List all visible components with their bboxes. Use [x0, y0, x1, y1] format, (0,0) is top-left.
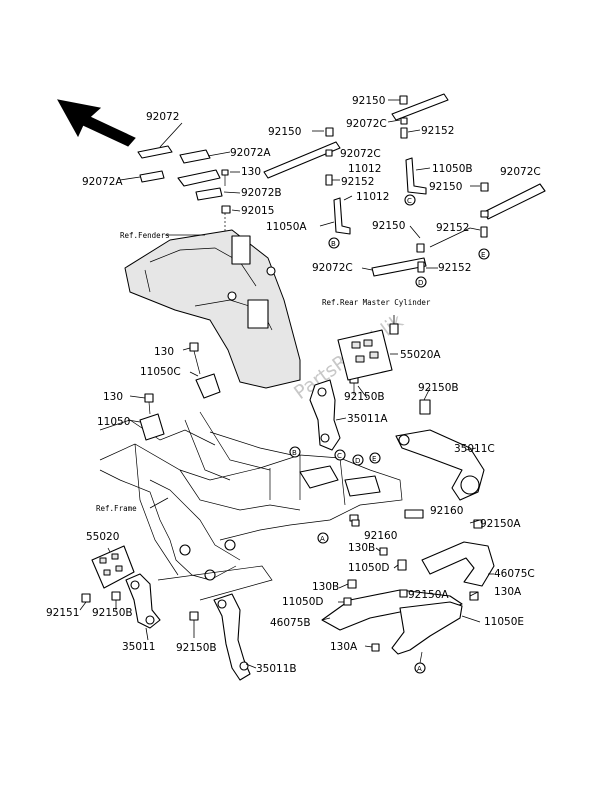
rear-fender — [124, 229, 301, 389]
label-35011b: 35011B — [256, 663, 297, 675]
label-130a-1: 130A — [494, 586, 522, 598]
callout-e-frame: E — [372, 455, 376, 463]
label-92150a-1: 92150A — [480, 518, 521, 530]
label-92152-1: 92152 — [421, 125, 454, 137]
label-55020: 55020 — [86, 531, 119, 543]
label-92150-1: 92150 — [352, 95, 385, 107]
nut-92015 — [221, 205, 241, 214]
label-11050d-2: 11050D — [282, 596, 324, 608]
bracket-35011 — [125, 573, 161, 641]
label-11050b: 11050B — [432, 163, 473, 175]
callout-b-top: B — [331, 240, 336, 248]
bolts-130b-11050d — [338, 519, 408, 652]
label-92150b-2: 92150B — [418, 382, 459, 394]
label-11050e: 11050E — [484, 616, 524, 628]
label-92015: 92015 — [241, 205, 274, 217]
callout-c-frame: C — [337, 452, 342, 460]
main-frame — [99, 411, 424, 581]
label-130a-2: 130A — [330, 641, 358, 653]
strap-92072c-middle — [263, 127, 341, 186]
label-92152-3: 92152 — [436, 222, 469, 234]
label-92072c-2: 92072C — [340, 148, 381, 160]
label-11012-1: 11012 — [348, 163, 381, 175]
label-11050a: 11050A — [266, 221, 307, 233]
label-130b-2: 130B — [312, 581, 339, 593]
label-92072c-1: 92072C — [346, 118, 387, 130]
label-92072c-3: 92072C — [500, 166, 541, 178]
label-92150-2: 92150 — [268, 126, 301, 138]
label-46075c: 46075C — [494, 568, 535, 580]
bracket-35011c — [395, 387, 485, 501]
label-11050d-1: 11050D — [348, 562, 390, 574]
label-92150a-2: 92150A — [408, 589, 449, 601]
callout-e-top: E — [481, 251, 485, 259]
strap-92072c-lower — [361, 225, 471, 277]
footpeg-55020a — [337, 315, 399, 381]
bracket-11050b — [405, 157, 431, 195]
bracket-35011a — [309, 379, 347, 451]
strap-92072c-upper — [387, 93, 449, 139]
label-130-3: 130 — [103, 391, 123, 403]
callout-a-bottom: A — [417, 665, 422, 673]
footpeg-55020 — [91, 545, 135, 589]
label-11050: 11050 — [97, 416, 130, 428]
label-130-2: 130 — [154, 346, 174, 358]
label-35011a: 35011A — [347, 413, 388, 425]
callout-d-frame: D — [355, 457, 360, 465]
strap-92072-group — [119, 122, 241, 201]
label-130b-1: 130B — [348, 542, 375, 554]
label-46075b: 46075B — [270, 617, 311, 629]
label-92072c-4: 92072C — [312, 262, 353, 274]
bolt-130-top — [221, 169, 240, 186]
strap-92072c-right — [469, 182, 546, 238]
ref-frame: Ref.Frame — [96, 504, 137, 513]
label-92152-4: 92152 — [438, 262, 471, 274]
label-92072a-1: 92072A — [230, 147, 271, 159]
label-92151: 92151 — [46, 607, 79, 619]
label-92150b-1: 92150B — [344, 391, 385, 403]
label-92150-3: 92150 — [429, 181, 462, 193]
label-92160-2: 92160 — [364, 530, 397, 542]
callout-a-frame: A — [320, 535, 325, 543]
label-92160-1: 92160 — [430, 505, 463, 517]
label-130-1: 130 — [241, 166, 261, 178]
bolts-lower-left — [79, 591, 199, 638]
bracket-11050c — [182, 342, 221, 399]
label-55020a: 55020A — [400, 349, 441, 361]
label-92150-4: 92150 — [372, 220, 405, 232]
label-92072a-2: 92072A — [82, 176, 123, 188]
label-92150b-4: 92150B — [176, 642, 217, 654]
bracket-35011b — [213, 593, 257, 681]
label-11012-2: 11012 — [356, 191, 389, 203]
ref-rear-master-cylinder: Ref.Rear Master Cylinder — [322, 298, 431, 307]
callout-d-top: D — [418, 279, 423, 287]
callout-b-frame: B — [292, 449, 297, 457]
callout-c-top: C — [407, 197, 412, 205]
label-35011: 35011 — [122, 641, 155, 653]
label-92150b-3: 92150B — [92, 607, 133, 619]
ref-fenders: Ref.Fenders — [120, 231, 170, 240]
front-direction-arrow-icon — [57, 99, 136, 147]
label-35011c: 35011C — [454, 443, 495, 455]
bracket-11050 — [127, 393, 165, 441]
label-11050c: 11050C — [140, 366, 181, 378]
bracket-11050a — [319, 195, 353, 235]
label-92152-2: 92152 — [341, 176, 374, 188]
label-92072: 92072 — [146, 111, 179, 123]
guard-46075c — [421, 519, 495, 587]
label-92072b: 92072B — [241, 187, 282, 199]
guard-46075b — [321, 589, 481, 655]
